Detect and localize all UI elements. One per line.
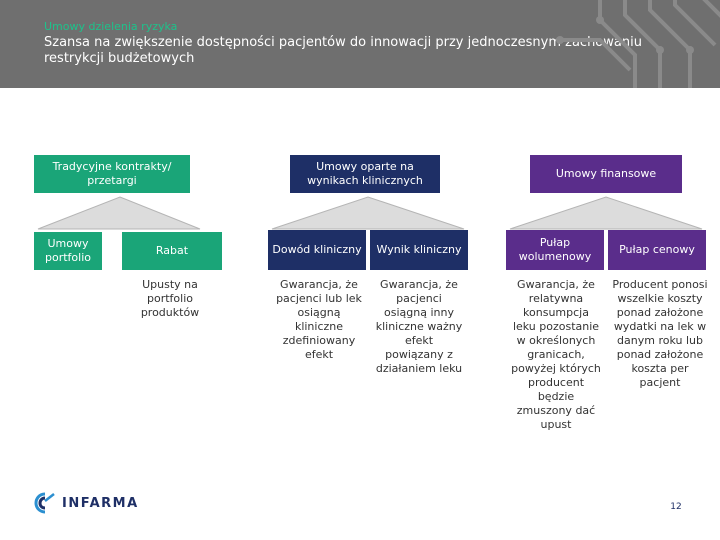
group-traditional-connector — [37, 196, 201, 230]
infarma-logo-icon — [34, 492, 55, 514]
box-clinical-outcome: Wynik kliniczny — [370, 230, 468, 270]
desc-clinical-evidence: Gwarancja, że pacjenci lub lek osiągną k… — [276, 278, 362, 361]
infarma-logo-text: INFARMA — [62, 495, 139, 511]
group-financial-connector — [509, 196, 703, 230]
page-title: Szansa na zwiększenie dostępności pacjen… — [44, 35, 642, 66]
box-volume-cap: Pułap wolumenowy — [506, 230, 604, 270]
header-band: Umowy dzielenia ryzyka Szansa na zwiększ… — [0, 0, 720, 88]
box-price-cap: Pułap cenowy — [608, 230, 706, 270]
circuit-decoration — [556, 0, 720, 88]
box-rebate: Rabat — [122, 232, 222, 270]
desc-volume-cap: Gwarancja, że relatywna konsumpcja leku … — [511, 278, 601, 431]
group-outcome-connector — [271, 196, 465, 230]
infarma-logo: INFARMA — [34, 491, 139, 515]
box-portfolio-agreements: Umowy portfolio — [34, 232, 102, 270]
group-traditional-contracts: Tradycyjne kontrakty/ przetargi — [34, 155, 190, 193]
group-outcome-based-agreements: Umowy oparte na wynikach klinicznych — [290, 155, 440, 193]
desc-rebate: Upusty na portfolio produktów — [140, 278, 200, 319]
page-number: 12 — [670, 502, 682, 512]
header-kicker: Umowy dzielenia ryzyka — [44, 20, 178, 33]
desc-clinical-outcome: Gwarancja, że pacjenci osiągną inny klin… — [375, 278, 463, 375]
desc-price-cap: Producent ponosi wszelkie koszty ponad z… — [612, 278, 708, 389]
box-clinical-evidence: Dowód kliniczny — [268, 230, 366, 270]
group-financial-agreements: Umowy finansowe — [530, 155, 682, 193]
